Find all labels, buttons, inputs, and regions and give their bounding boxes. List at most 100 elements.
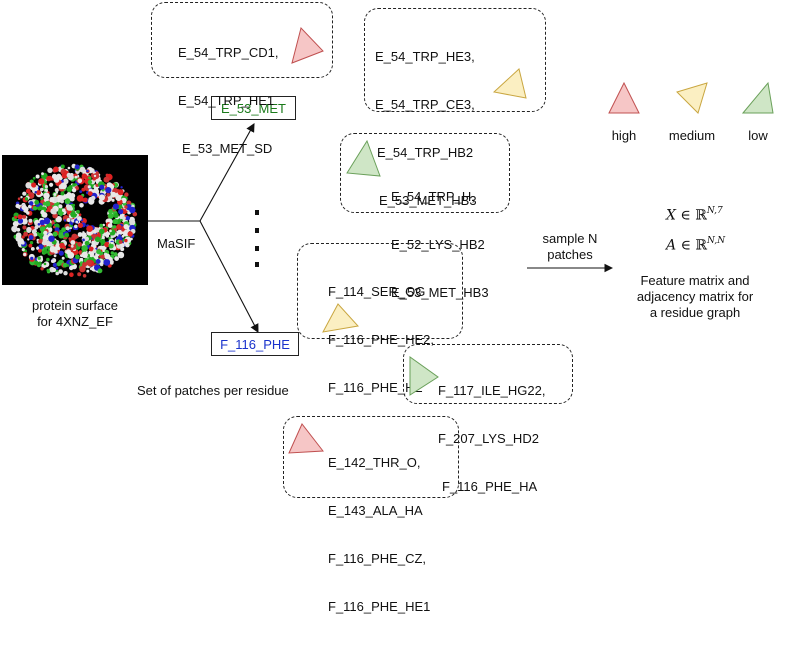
surface-speck [100,254,105,259]
high-triangle-icon [288,423,324,454]
surface-speck [62,208,66,212]
surface-speck [82,238,85,242]
surface-speck [67,166,71,170]
protein-caption-line2: for 4XNZ_EF [37,314,113,329]
surface-speck [122,216,126,220]
surface-speck [51,259,55,263]
surface-speck [93,174,97,178]
surface-speck [70,211,78,218]
surface-speck [81,232,87,238]
x-in-r: ∈ ℝ [680,207,707,224]
surface-speck [23,252,27,257]
surface-speck [96,249,102,255]
surface-speck [26,226,32,233]
surface-speck [60,182,67,190]
surface-speck [53,254,57,258]
surface-speck [30,256,34,261]
surface-speck [66,204,73,211]
surface-speck [112,218,118,224]
a-var: A [666,237,677,254]
surface-speck [34,191,37,194]
patch-2-line-2: E_54_TRP_CE3, [375,97,475,112]
surface-speck [44,200,51,207]
surface-speck [81,245,88,252]
surface-speck [66,218,71,222]
surface-speck [41,212,48,218]
feature-matrix-formula: X ∈ ℝN,7 [666,206,723,224]
patch-box-4: F_114_SER_OG F_116_PHE_HE2, F_116_PHE_HZ [297,243,463,395]
surface-speck [55,191,59,194]
surface-speck [79,166,86,173]
surface-speck [121,234,125,238]
surface-speck [38,248,42,253]
surface-speck [77,272,82,277]
surface-speck [61,172,68,179]
surface-speck [54,250,58,254]
surface-speck [117,189,124,196]
surface-speck [40,187,44,192]
surface-speck [99,223,104,228]
surface-speck [124,192,129,197]
surface-speck [65,226,70,231]
surface-speck [75,220,79,224]
feature-desc-line2: adjacency matrix for [636,289,754,304]
surface-speck [89,267,93,271]
residue-label-e53-met: E_53_MET [220,100,287,116]
surface-speck [48,235,55,242]
surface-speck [46,268,50,272]
surface-speck [98,194,105,201]
surface-speck [64,232,70,238]
surface-speck [26,211,30,215]
surface-speck [37,223,41,226]
surface-speck [64,193,71,200]
patch-box-5: F_117_ILE_HG22, F_207_LYS_HD2 F_116_PHE_… [403,344,573,494]
surface-speck [104,253,111,260]
surface-speck [116,224,122,230]
surface-speck [61,256,65,260]
surface-speck [84,240,90,246]
surface-speck [43,217,51,225]
surface-speck [17,197,21,200]
surface-speck [29,241,34,245]
surface-speck [110,251,115,255]
legend-low-label: low [748,128,768,143]
surface-speck [63,219,67,222]
low-triangle-icon [409,356,439,396]
legend-low-icon [741,81,774,114]
patch-box-3: E_54_TRP_H, E_52_LYS_HB2 E_53_MET_HB3 [340,133,510,300]
patch-2-line-1: E_54_TRP_HE3, [375,49,475,64]
set-of-patches-label: Set of patches per residue [137,383,289,398]
surface-speck [105,187,112,194]
surface-speck [66,264,70,267]
surface-speck [49,182,54,187]
patch-box-6: E_142_THR_O, E_143_ALA_HA F_116_PHE_CZ, … [283,416,459,614]
surface-speck [99,245,104,250]
low-triangle-icon [346,139,381,177]
surface-speck [92,249,97,253]
medium-triangle-icon [492,68,527,99]
adjacency-matrix-formula: A ∈ ℝN,N [666,236,725,254]
surface-speck [60,164,65,169]
surface-speck [11,225,18,233]
x-sup: N,7 [706,206,723,216]
surface-speck [25,188,31,194]
surface-speck [81,173,88,179]
surface-speck [88,246,94,252]
surface-speck [125,216,130,221]
feature-desc-line3: a residue graph [649,305,741,320]
connector-arrows [148,123,614,333]
surface-speck [79,265,86,272]
surface-speck [109,229,112,233]
surface-speck [58,204,63,209]
surface-speck [116,230,120,234]
patch-6-line-3: F_116_PHE_CZ, [328,551,427,566]
patch-box-1: E_54_TRP_CD1, E_54_TRP_HE1 E_53_MET_SD [151,2,333,156]
legend-high-icon [608,81,640,114]
surface-speck [34,225,39,230]
surface-speck [106,192,111,197]
surface-speck [118,234,121,237]
feature-desc-line1: Feature matrix and [640,273,750,288]
protein-surface-image [2,155,148,285]
surface-speck [107,212,114,219]
residue-label-f116-phe: F_116_PHE [220,336,290,352]
